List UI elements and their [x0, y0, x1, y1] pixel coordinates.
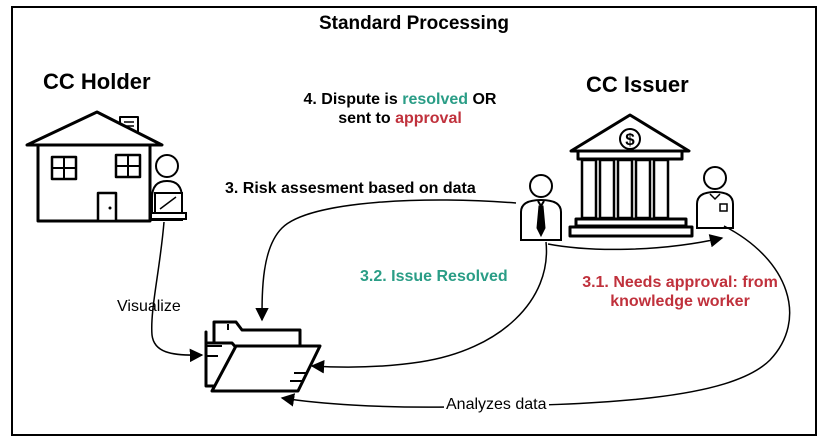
person-laptop-icon: [150, 154, 187, 221]
person-tie-icon: [520, 174, 562, 241]
step-4-or: OR: [468, 91, 497, 108]
step-3-1-label: 3.1. Needs approval: from knowledge work…: [560, 273, 800, 311]
resolved-keyword: resolved: [402, 91, 469, 108]
step-3-2-label: 3.2. Issue Resolved: [360, 268, 508, 285]
step-3-1-line-1: 3.1. Needs approval: from: [582, 274, 778, 291]
arrow-needs-approval: [547, 234, 724, 251]
dollar-sign-icon: $: [625, 130, 635, 149]
visualize-label: Visualize: [117, 298, 181, 315]
step-4-label: 4. Dispute is resolved OR sent to approv…: [270, 90, 530, 128]
step-3-label: 3. Risk assesment based on data: [225, 180, 476, 197]
approval-keyword: approval: [395, 110, 462, 128]
arrow-visualize: [150, 221, 204, 363]
step-4-line2-text: sent to: [338, 110, 396, 128]
cc-holder-label: CC Holder: [43, 69, 151, 94]
arrow-risk-assessment: [255, 199, 517, 322]
diagram-title: Standard Processing: [318, 13, 510, 34]
cc-issuer-label: CC Issuer: [586, 72, 689, 97]
step-3-1-line-2: knowledge worker: [610, 293, 750, 311]
step-4-line-2: sent to approval: [270, 109, 530, 128]
knowledge-worker-icon: [696, 166, 734, 229]
arrow-analyzes-data: [280, 225, 791, 408]
folder-icon: [204, 320, 322, 393]
step-4-prefix: 4. Dispute is: [303, 91, 403, 108]
bank-icon: [568, 113, 694, 238]
arrow-issue-resolved: [310, 241, 548, 374]
step-4-line-1: 4. Dispute is resolved OR: [270, 90, 530, 109]
house-icon: [25, 110, 164, 223]
analyzes-data-label: Analyzes data: [444, 396, 549, 414]
diagram-frame: [11, 6, 817, 436]
